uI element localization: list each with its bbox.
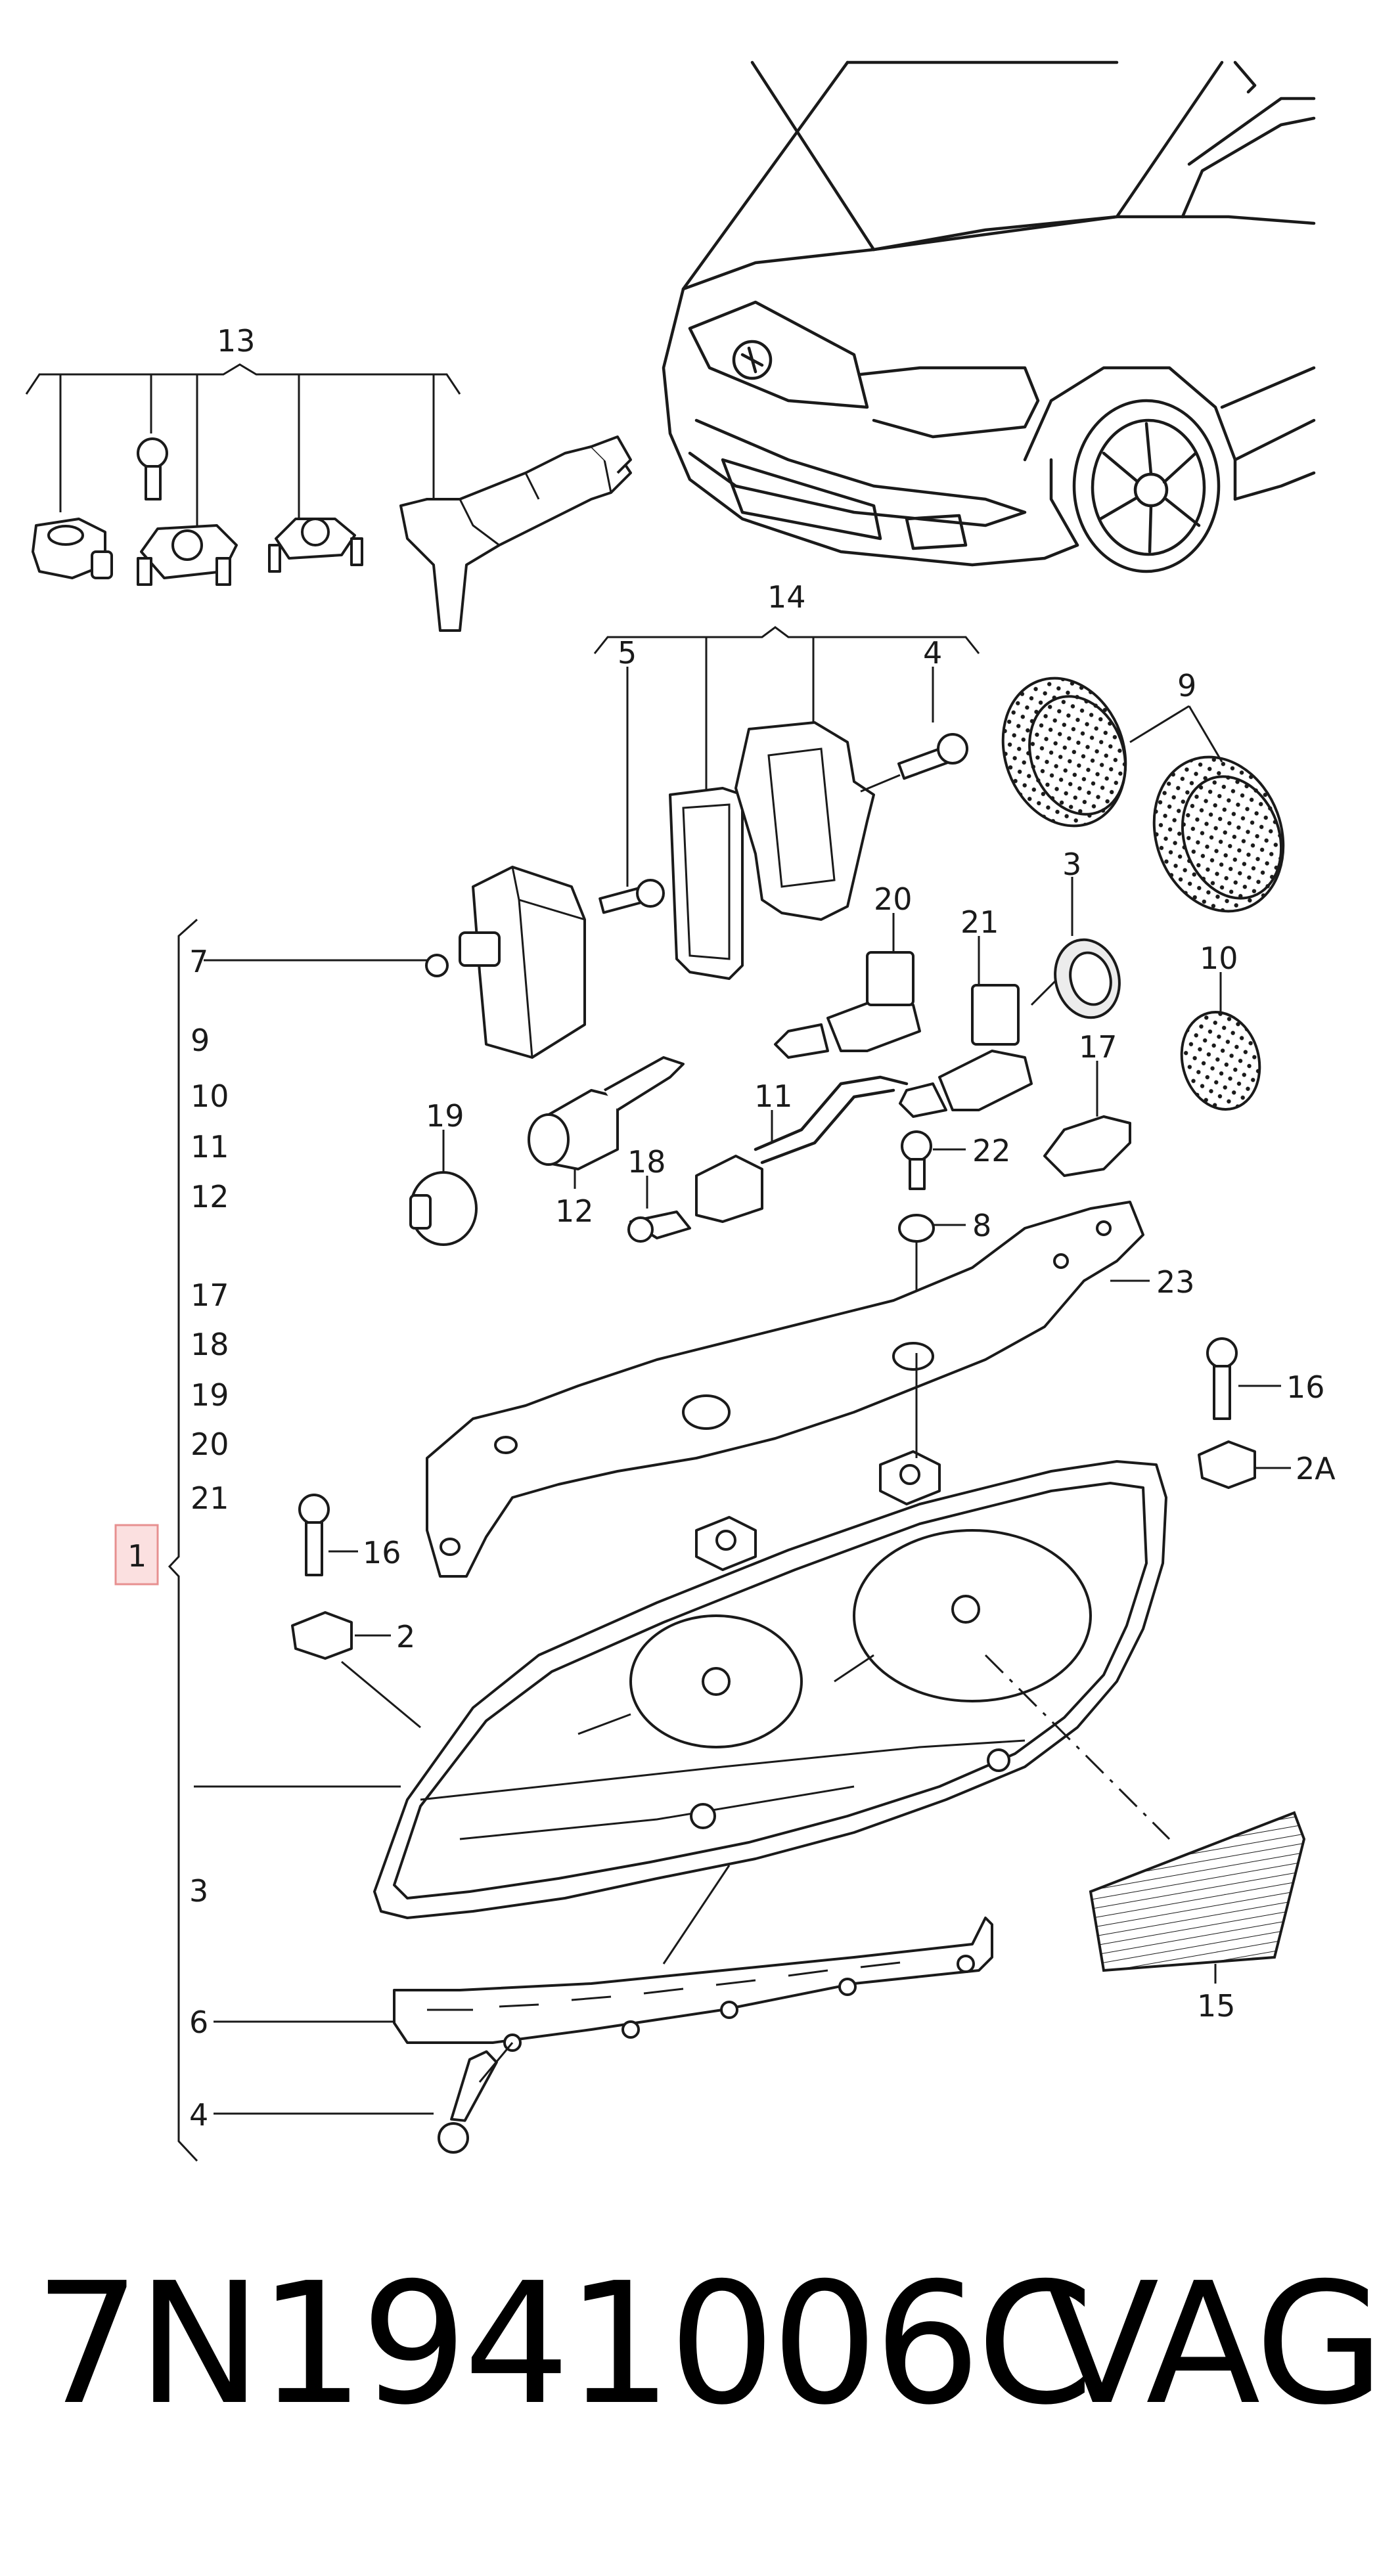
callout-labels: 13 14 5 4 9 20 21 3 10 11 17 19 12 18 22… xyxy=(127,323,1336,2133)
part-2-clip xyxy=(291,1611,421,1729)
callout-15: 15 xyxy=(1197,1988,1236,2024)
part-1-headlight-assembly xyxy=(194,1353,1171,1965)
callout-14: 14 xyxy=(767,579,806,615)
part-8-grommet xyxy=(898,1214,966,1340)
callout-18: 18 xyxy=(627,1144,666,1180)
part-20-bulb xyxy=(774,913,921,1059)
callout-23: 23 xyxy=(1156,1264,1195,1300)
part-4-screw-bottom xyxy=(214,2042,514,2154)
assembly-1-highlight xyxy=(114,1524,159,1586)
part-22-screw xyxy=(901,1130,966,1190)
callout-17: 17 xyxy=(1079,1029,1117,1065)
callout-8: 8 xyxy=(972,1208,991,1243)
assembly-list-item: 20 xyxy=(191,1427,229,1462)
group-13-leveling-parts xyxy=(25,363,632,632)
assembly-list-item: 11 xyxy=(191,1129,229,1165)
part-21-bulb xyxy=(899,936,1079,1118)
callout-2: 2 xyxy=(396,1619,415,1654)
callout-16-right: 16 xyxy=(1286,1369,1325,1405)
part-number: 7N1941006C xyxy=(34,2247,1094,2442)
assembly-list-item: 12 xyxy=(191,1179,229,1214)
part-6-trim-strip xyxy=(214,1917,993,2052)
callout-2a: 2A xyxy=(1296,1451,1336,1486)
part-18-bulb xyxy=(627,1176,691,1243)
part-number-caption: 7N1941006C VAG xyxy=(0,2246,1377,2443)
part-3-cap xyxy=(1054,877,1121,1019)
callout-16-left: 16 xyxy=(363,1535,401,1570)
part-16-screw-left xyxy=(298,1494,358,1576)
assembly-bracket xyxy=(114,918,198,2162)
callout-3-top: 3 xyxy=(1062,847,1081,882)
callout-7: 7 xyxy=(189,944,208,979)
part-15-lens-insert xyxy=(1089,1811,1306,1984)
assembly-list-item: 19 xyxy=(191,1377,229,1413)
assembly-contents-list: 9 10 11 12 17 18 19 20 21 xyxy=(191,1023,229,1516)
callout-20: 20 xyxy=(874,881,913,917)
callout-6: 6 xyxy=(189,2005,208,2040)
callout-22: 22 xyxy=(972,1133,1011,1168)
callout-5: 5 xyxy=(618,635,637,671)
assembly-list-item: 10 xyxy=(191,1078,229,1114)
callout-19: 19 xyxy=(426,1098,464,1134)
callout-21: 21 xyxy=(960,904,999,940)
part-10-cap xyxy=(1180,972,1261,1111)
vehicle-front-illustration xyxy=(662,60,1316,573)
part-16-screw-right xyxy=(1206,1337,1281,1420)
part-11-wiring-harness xyxy=(695,1075,909,1223)
callout-4-bottom: 4 xyxy=(189,2097,208,2133)
callout-11: 11 xyxy=(754,1078,793,1114)
part-12-socket xyxy=(528,1056,685,1189)
part-4-screw-top xyxy=(860,667,968,793)
part-19-bulb xyxy=(409,1130,478,1246)
callout-4-top: 4 xyxy=(923,635,942,671)
assembly-list-item: 21 xyxy=(191,1480,229,1516)
part-5-screw xyxy=(598,667,665,914)
callout-1: 1 xyxy=(127,1538,147,1574)
callout-10: 10 xyxy=(1200,941,1238,976)
group-14-control-unit-parts xyxy=(593,626,980,980)
assembly-list-item: 18 xyxy=(191,1327,229,1362)
assembly-list-item: 9 xyxy=(191,1023,210,1058)
callout-3-left: 3 xyxy=(189,1873,208,1909)
part-23-bracket xyxy=(426,1201,1150,1578)
callout-9: 9 xyxy=(1177,668,1196,703)
part-9-caps xyxy=(1001,677,1285,913)
part-7-leveling-motor xyxy=(204,866,586,1059)
brand-name: VAG xyxy=(1045,2247,1377,2442)
callout-12: 12 xyxy=(555,1193,594,1229)
part-2a-clip xyxy=(1198,1440,1291,1489)
assembly-list-item: 17 xyxy=(191,1277,229,1313)
part-17-bulb xyxy=(1043,1061,1131,1177)
callout-13: 13 xyxy=(217,323,256,359)
